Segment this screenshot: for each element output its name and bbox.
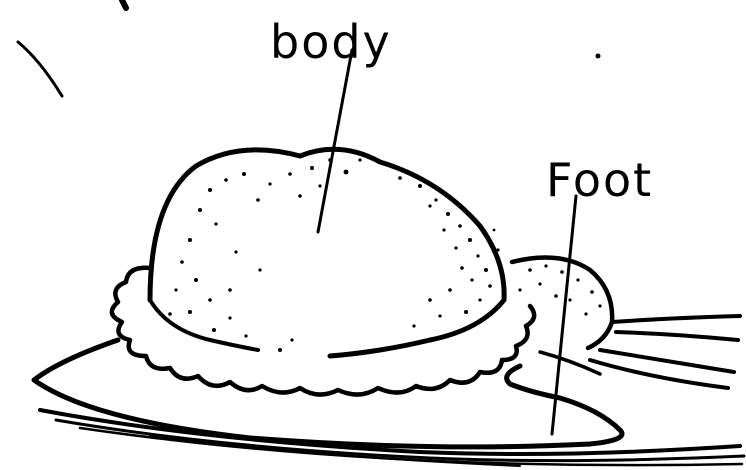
stray-mark-top-left: [18, 42, 62, 96]
label-foot: Foot: [546, 153, 653, 207]
leader-line-body: [318, 50, 352, 232]
ground-shadow: [40, 410, 744, 466]
mantle-ruffle: [112, 268, 534, 395]
label-body: body: [270, 15, 392, 69]
tentacles: [540, 316, 740, 388]
stray-dot: [596, 54, 601, 59]
body-lower-edge: [150, 300, 258, 350]
stray-mark-top-center: [122, 0, 126, 8]
body-stipple: [168, 158, 499, 352]
